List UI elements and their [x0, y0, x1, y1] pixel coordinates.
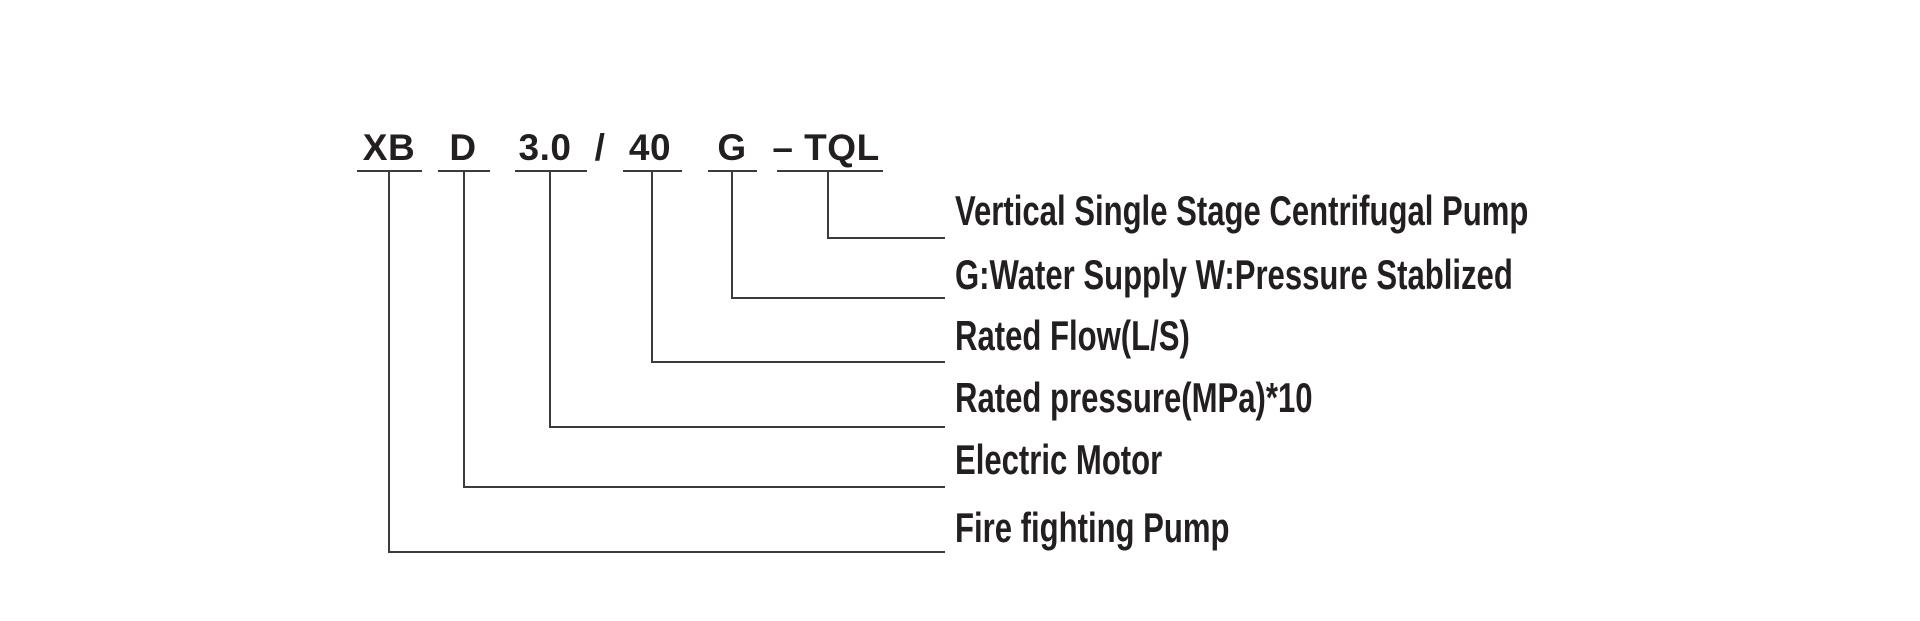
underline-3-0: [515, 170, 587, 172]
code-segment-3-0: 3.0: [518, 127, 572, 168]
label-vertical-single-stage-centrifugal-pump: Vertical Single Stage Centrifugal Pump: [955, 187, 1529, 234]
connector-tql-horizontal: [827, 237, 945, 239]
connector-g-vertical: [731, 170, 733, 299]
label-electric-motor: Electric Motor: [955, 436, 1163, 483]
connector-xb-vertical: [388, 170, 390, 553]
code-segment-slash: /: [594, 127, 606, 168]
connector-3-0-vertical: [549, 170, 551, 428]
connector-g-horizontal: [731, 297, 945, 299]
connector-3-0-horizontal: [549, 426, 945, 428]
label-fire-fighting-pump: Fire fighting Pump: [955, 504, 1230, 551]
label-water-supply-pressure-stablized: G:Water Supply W:Pressure Stablized: [955, 251, 1513, 298]
connector-40-vertical: [651, 170, 653, 363]
code-segment-40: 40: [628, 127, 672, 168]
connector-xb-horizontal: [388, 551, 945, 553]
code-segment-xb: XB: [362, 127, 416, 168]
code-segment-d: D: [449, 127, 477, 168]
connector-40-horizontal: [651, 361, 945, 363]
connector-d-vertical: [463, 170, 465, 488]
code-segment-tql: – TQL: [772, 127, 880, 168]
underline-tql: [777, 170, 883, 172]
connector-d-horizontal: [463, 486, 945, 488]
code-segment-g: G: [717, 127, 747, 168]
label-rated-pressure: Rated pressure(MPa)*10: [955, 374, 1313, 421]
label-rated-flow: Rated Flow(L/S): [955, 312, 1190, 359]
connector-tql-vertical: [827, 170, 829, 239]
